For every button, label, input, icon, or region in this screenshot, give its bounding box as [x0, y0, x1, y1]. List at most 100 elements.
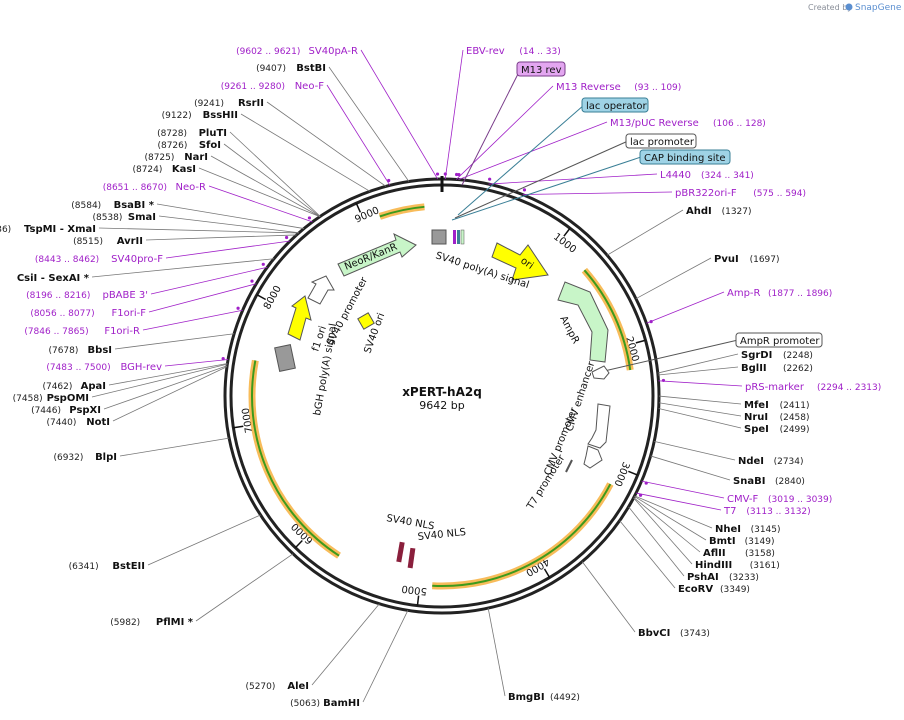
enzyme-site-leader: [108, 363, 228, 386]
primer-site[interactable]: CMV-F(3019 .. 3039): [641, 480, 833, 505]
enzyme-site[interactable]: ApaI(7462): [42, 363, 228, 392]
sv40-ori-shape: [357, 312, 375, 330]
enzyme-site[interactable]: BglII(2262): [657, 363, 813, 376]
ruler-tick: [355, 202, 362, 213]
orf-insert-region[interactable]: [432, 482, 614, 590]
enzyme-site-leader: [657, 366, 739, 376]
enzyme-site[interactable]: EcoRV(3349): [619, 520, 750, 595]
enzyme-site[interactable]: BmgBI(4492): [487, 607, 580, 703]
enzyme-site[interactable]: AhdI(1327): [606, 206, 752, 256]
enzyme-site[interactable]: SgrDI(2248): [657, 350, 813, 374]
primer-site[interactable]: SV40pro-F(8443 .. 8462): [35, 235, 291, 265]
orf-left-region-direction: [251, 360, 340, 557]
enzyme-name: SnaBI: [733, 476, 765, 487]
enzyme-site[interactable]: NdeI(2734): [654, 441, 804, 467]
enzyme-site[interactable]: BbvCI(3743): [581, 561, 710, 639]
enzyme-site[interactable]: CsiI - SexAI *(8282): [0, 258, 274, 284]
primer-site[interactable]: T7(3113 .. 3132): [636, 492, 811, 517]
primer-site[interactable]: SV40pA-R(9602 .. 9621): [236, 46, 440, 180]
primer-site[interactable]: F1ori-F(8056 .. 8077): [30, 279, 257, 319]
enzyme-position: (9241): [194, 99, 224, 109]
boxed-feature-lac-operator[interactable]: lac operator: [457, 97, 649, 216]
primer-site-marker: [261, 262, 265, 266]
boxed-feature-ampr-promoter[interactable]: AmpR promoter: [599, 332, 823, 373]
primer-site[interactable]: EBV-rev(14 .. 33): [443, 46, 561, 180]
primer-site-marker: [250, 279, 254, 283]
primer-site[interactable]: Neo-F(9261 .. 9280): [221, 81, 391, 186]
primer-site[interactable]: Neo-R(8651 .. 8670): [103, 182, 313, 223]
enzyme-site[interactable]: SfoI(8726): [157, 140, 321, 217]
enzyme-site[interactable]: PluTI(8728): [157, 128, 321, 217]
primer-site-marker: [443, 172, 447, 176]
enzyme-name: SmaI: [128, 212, 156, 223]
enzyme-site[interactable]: AvrII(8515): [73, 234, 297, 247]
primer-site-marker: [236, 306, 240, 310]
enzyme-site[interactable]: PshAI(3233): [628, 506, 759, 583]
feature-ori[interactable]: ori: [491, 242, 549, 281]
enzyme-site[interactable]: NruI(2458): [658, 402, 810, 423]
primer-site[interactable]: pBABE 3'(8196 .. 8216): [26, 262, 268, 301]
enzyme-site[interactable]: PvuI(1697): [635, 254, 780, 300]
primer-site[interactable]: Amp-R(1877 .. 1896): [646, 288, 832, 324]
primer-site[interactable]: pRS-marker(2294 .. 2313): [658, 378, 881, 393]
enzyme-site[interactable]: BlpI(6932): [53, 437, 230, 463]
enzyme-site[interactable]: PspOMI(7458): [13, 363, 228, 404]
enzyme-site[interactable]: PflMI *(5982): [110, 553, 294, 628]
boxed-feature-lac-promoter[interactable]: lac promoter: [454, 133, 697, 219]
feature-f1-ori[interactable]: f1 ori: [287, 295, 329, 353]
enzyme-position: (3149): [745, 537, 775, 547]
enzyme-name: NruI: [744, 412, 768, 423]
orf-insert-region-direction: [432, 483, 612, 587]
primer-site[interactable]: L4440(324 .. 341): [488, 170, 754, 185]
enzyme-site[interactable]: SmaI(8538): [92, 212, 300, 234]
enzyme-site[interactable]: NarI(8725): [144, 152, 321, 217]
boxed-feature-m13-rev[interactable]: M13 rev: [461, 61, 566, 186]
enzyme-position: (3158): [745, 549, 775, 559]
enzyme-site[interactable]: BssHII(9122): [162, 110, 371, 192]
feature-sv40-ori[interactable]: SV40 ori: [357, 312, 387, 355]
enzyme-name: NotI: [86, 417, 110, 428]
enzyme-site[interactable]: BstEII(6341): [69, 514, 261, 572]
enzyme-name: RsrII: [238, 98, 264, 109]
enzyme-site[interactable]: SpeI(2499): [658, 408, 810, 435]
enzyme-site[interactable]: PspXI(7446): [31, 365, 228, 416]
orf-left-region[interactable]: [248, 359, 341, 559]
primer-site-marker: [457, 173, 461, 177]
enzyme-site[interactable]: BstBI(9407): [256, 63, 410, 182]
enzyme-site[interactable]: NotI(7440): [46, 366, 228, 428]
enzyme-site[interactable]: BbsI(7678): [48, 333, 235, 356]
enzyme-site[interactable]: RsrII (9241): [194, 98, 387, 187]
feature-neor[interactable]: NeoR/KanR: [337, 233, 417, 277]
enzyme-position: (6932): [53, 453, 83, 463]
enzyme-site[interactable]: NheI(3145): [634, 495, 781, 535]
primer-site-leader: [208, 185, 313, 223]
enzyme-site-leader: [156, 203, 305, 229]
enzyme-site[interactable]: SnaBI(2840): [650, 455, 805, 487]
primer-site[interactable]: pBR322ori-F(575 .. 594): [522, 188, 806, 199]
primer-site-leader: [444, 49, 464, 180]
enzyme-site[interactable]: BamHI(5063): [290, 610, 409, 709]
primer-site[interactable]: BGH-rev(7483 .. 7500): [46, 357, 229, 373]
enzyme-site[interactable]: BsaBI *(8584): [71, 200, 305, 229]
enzyme-name: MfeI: [744, 400, 769, 411]
enzyme-site[interactable]: HindIII(3161): [633, 497, 780, 571]
enzyme-name: TspMI - XmaI: [24, 224, 96, 235]
enzyme-name: PluTI: [199, 128, 227, 139]
boxed-feature-cap-binding-site[interactable]: CAP binding site: [451, 149, 731, 221]
primer-site-marker: [455, 172, 459, 177]
enzyme-site[interactable]: KasI(8724): [132, 164, 320, 218]
enzyme-site[interactable]: TspMI - XmaI (8536): [0, 224, 299, 235]
enzyme-site-leader: [634, 495, 713, 529]
primer-site[interactable]: F1ori-R(7846 .. 7865): [24, 306, 243, 337]
orf-ampr-region[interactable]: [581, 267, 634, 371]
primer-name: L4440: [660, 170, 691, 181]
credit-prefix: Created by: [808, 3, 852, 12]
enzyme-site[interactable]: BmtI(3149): [634, 496, 775, 547]
feature-sv40-nls-2[interactable]: SV40 NLS: [407, 527, 467, 569]
enzyme-position: (8536): [0, 225, 11, 235]
primer-site[interactable]: M13/pUC Reverse(106 .. 128): [457, 118, 766, 181]
orf-neo-region[interactable]: [378, 203, 425, 220]
enzyme-site[interactable]: MfeI(2411): [658, 395, 810, 411]
enzyme-site[interactable]: AleI(5270): [245, 603, 380, 692]
enzyme-site[interactable]: AflII(3158): [633, 497, 775, 559]
